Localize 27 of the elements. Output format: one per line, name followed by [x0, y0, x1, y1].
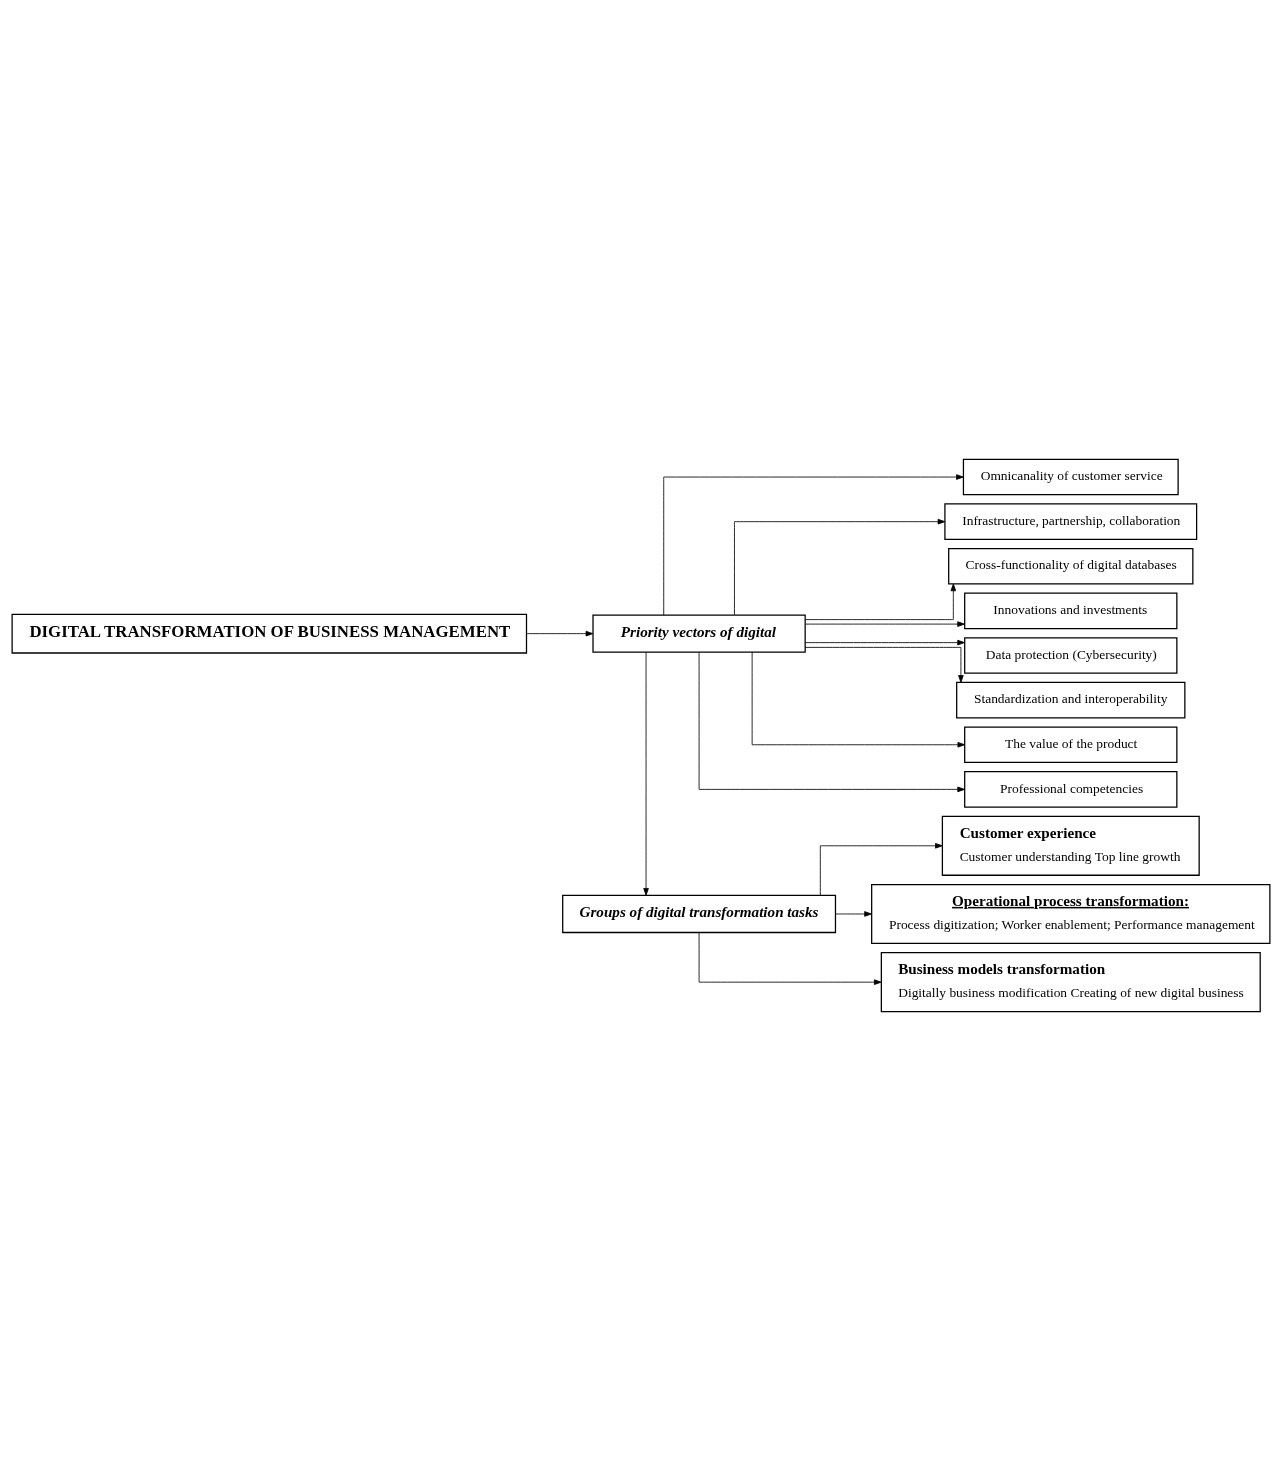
arrow [805, 583, 957, 620]
arrow [804, 639, 965, 645]
node-box: Operational process transformation: Process digitization; Worker enablement; Performance management [871, 883, 1271, 944]
arrow [804, 646, 964, 683]
arrow [804, 620, 965, 627]
arrow [526, 630, 594, 636]
node-box: Infrastructure, partnership, collaboration [944, 502, 1198, 540]
node-box: Business models transformation Digitally business modification Creating of new digital business [880, 951, 1261, 1012]
arrow [643, 651, 649, 896]
node-box: Innovations and investments [964, 592, 1178, 629]
node-box: Data protection (Cybersecurity) [964, 636, 1178, 674]
node-box: Cross-functionality of digital databases [948, 547, 1194, 585]
arrow [751, 651, 966, 748]
arrow [835, 910, 872, 917]
arrow [734, 518, 946, 615]
arrow [698, 931, 882, 985]
arrow [819, 842, 943, 896]
node-box: Professional competencies [964, 770, 1178, 808]
arrow [698, 651, 965, 792]
node-box: Groups of digital transformation tasks [562, 894, 837, 933]
node-box: Standardization and interoperability [956, 681, 1186, 718]
node-box: Omnicanality of customer service [962, 458, 1179, 495]
node-box: Priority vectors of digital [592, 614, 806, 653]
node-box: DIGITAL TRANSFORMATION OF BUSINESS MANAGEMENT [11, 613, 528, 654]
arrow [663, 473, 964, 615]
node-box: The value of the product [964, 725, 1178, 763]
node-box: Customer experience Customer understanding Top line growth [941, 815, 1200, 876]
